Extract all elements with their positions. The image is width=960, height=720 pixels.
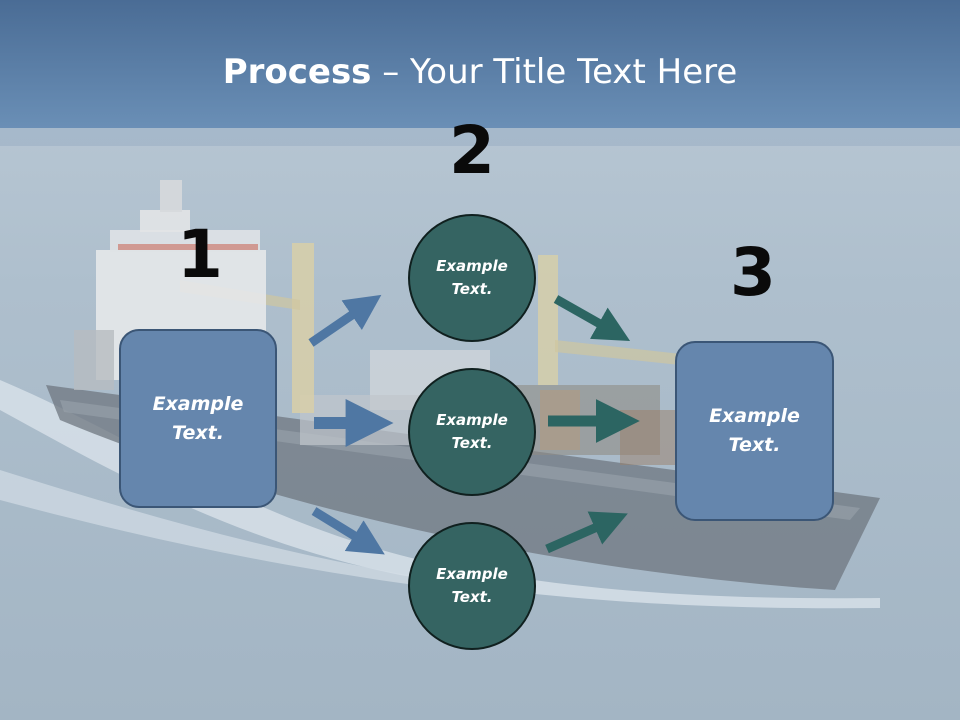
step-2-circle-bottom: Example Text.	[408, 522, 536, 650]
circle-bottom-text-line2: Text.	[451, 588, 493, 606]
step-number-3: 3	[730, 234, 776, 311]
step-3-text-line1: Example	[709, 405, 800, 427]
step-number-2: 2	[449, 112, 495, 189]
step-1-text-line2: Text.	[172, 421, 224, 444]
circle-middle-text-line1: Example	[436, 411, 508, 429]
arrow-box1-to-circle-bottom	[311, 507, 385, 555]
step-2-circle-middle: Example Text.	[408, 368, 536, 496]
step-3-box: Example Text.	[675, 341, 834, 521]
step-1-box: Example Text.	[119, 329, 277, 508]
circle-bottom-text-line1: Example	[436, 565, 508, 583]
arrow-circle-bottom-to-box3	[545, 511, 628, 554]
step-number-1: 1	[177, 216, 223, 293]
circle-middle-text-line2: Text.	[451, 434, 493, 452]
slide-title: Process – Your Title Text Here	[0, 52, 960, 92]
step-2-circle-top: Example Text.	[408, 214, 536, 342]
title-bold: Process	[222, 52, 372, 92]
arrow-circle-top-to-box3	[553, 295, 631, 341]
circle-top-text-line1: Example	[436, 257, 508, 275]
arrow-box1-to-circle-top	[308, 294, 382, 347]
step-3-text-line2: Text.	[728, 434, 781, 456]
title-rest: – Your Title Text Here	[371, 52, 738, 92]
step-1-text-line1: Example	[152, 392, 244, 415]
circle-top-text-line2: Text.	[451, 280, 493, 298]
